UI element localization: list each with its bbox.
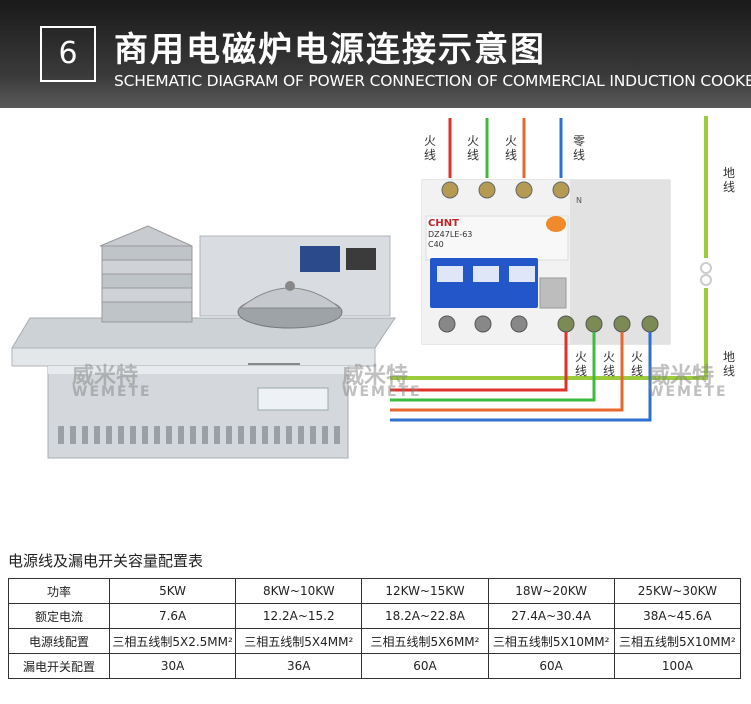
table-title: 电源线及漏电开关容量配置表 bbox=[8, 552, 204, 570]
breaker-toggles bbox=[430, 258, 538, 308]
leakage-breaker bbox=[421, 179, 671, 345]
connection-diagram: 火线 火线 火线 零线 地线 地线 火线 火线 火线 CHNT DZ47LE-6… bbox=[0, 108, 751, 538]
table-cell: 8KW~10KW bbox=[235, 578, 363, 604]
table-cell: 36A bbox=[235, 653, 363, 679]
wire-label-ground-top: 地线 bbox=[722, 166, 735, 194]
watermark-cn-left: 威米特 bbox=[72, 364, 139, 389]
row-header: 电源线配置 bbox=[8, 628, 110, 654]
breaker-rating: C40 bbox=[428, 240, 444, 249]
wire-label-ground-bottom: 地线 bbox=[722, 350, 735, 378]
breaker-model: DZ47LE-63 bbox=[428, 230, 473, 239]
row-header: 额定电流 bbox=[8, 603, 110, 629]
watermark-en-left: WEMETE bbox=[72, 384, 152, 400]
table-row: 电源线配置 三相五线制5X2.5MM² 三相五线制5X4MM² 三相五线制5X6… bbox=[8, 628, 742, 654]
table-row: 功率 5KW 8KW~10KW 12KW~15KW 18W~20KW 25KW~… bbox=[8, 578, 742, 604]
page-title: 商用电磁炉电源连接示意图 bbox=[114, 30, 546, 70]
row-header: 漏电开关配置 bbox=[8, 653, 110, 679]
wire-label-neutral: 零线 bbox=[572, 134, 585, 162]
watermark-cn-right: 威米特 bbox=[648, 364, 715, 389]
table-cell: 100A bbox=[613, 653, 742, 679]
table-cell: 7.6A bbox=[108, 603, 237, 629]
wire-label-out-live-2: 火线 bbox=[602, 350, 615, 378]
ground-connector bbox=[700, 262, 712, 274]
diagram-svg bbox=[11, 116, 712, 459]
table-cell: 三相五线制5X10MM² bbox=[613, 628, 742, 654]
table-cell: 12.2A~15.2 bbox=[235, 603, 363, 629]
neutral-wire-out bbox=[390, 332, 652, 422]
wire-label-live-3: 火线 bbox=[504, 134, 517, 162]
induction-cooker bbox=[11, 225, 396, 459]
ground-wire-bottom bbox=[390, 288, 708, 380]
watermark-en-right: WEMETE bbox=[648, 384, 728, 400]
table-cell: 38A~45.6A bbox=[613, 603, 742, 629]
watermark-cn-middle: 威米特 bbox=[342, 364, 409, 389]
table-row: 额定电流 7.6A 12.2A~15.2 18.2A~22.8A 27.4A~3… bbox=[8, 603, 742, 629]
ground-connector-2 bbox=[700, 274, 712, 286]
table-cell: 12KW~15KW bbox=[361, 578, 489, 604]
live-wire-3-out bbox=[390, 332, 624, 412]
page-subtitle: SCHEMATIC DIAGRAM OF POWER CONNECTION OF… bbox=[114, 72, 751, 90]
table-row: 漏电开关配置 30A 36A 60A 60A 100A bbox=[8, 653, 742, 679]
table-cell: 18W~20KW bbox=[487, 578, 615, 604]
wire-label-live-2: 火线 bbox=[466, 134, 479, 162]
live-wire-1-out bbox=[390, 332, 568, 392]
table-cell: 18.2A~22.8A bbox=[361, 603, 489, 629]
wire-label-out-live-3: 火线 bbox=[630, 350, 643, 378]
table-cell: 60A bbox=[361, 653, 489, 679]
section-number: 6 bbox=[40, 26, 96, 82]
test-button bbox=[546, 216, 566, 232]
breaker-brand: CHNT bbox=[428, 218, 459, 229]
table-cell: 三相五线制5X2.5MM² bbox=[108, 628, 237, 654]
live-wire-2-out bbox=[390, 332, 596, 402]
table-cell: 25KW~30KW bbox=[613, 578, 742, 604]
config-table: 功率 5KW 8KW~10KW 12KW~15KW 18W~20KW 25KW~… bbox=[8, 578, 742, 679]
table-cell: 三相五线制5X10MM² bbox=[487, 628, 615, 654]
wire-label-live-1: 火线 bbox=[423, 134, 436, 162]
table-cell: 5KW bbox=[108, 578, 237, 604]
breaker-terminal-n: N bbox=[576, 196, 582, 205]
table-cell: 60A bbox=[487, 653, 615, 679]
table-cell: 30A bbox=[108, 653, 237, 679]
header-banner: 6 商用电磁炉电源连接示意图 SCHEMATIC DIAGRAM OF POWE… bbox=[0, 0, 751, 108]
watermark-en-middle: WEMETE bbox=[342, 384, 422, 400]
wire-label-out-live-1: 火线 bbox=[574, 350, 587, 378]
table-cell: 27.4A~30.4A bbox=[487, 603, 615, 629]
row-header: 功率 bbox=[8, 578, 110, 604]
table-cell: 三相五线制5X4MM² bbox=[235, 628, 363, 654]
table-cell: 三相五线制5X6MM² bbox=[361, 628, 489, 654]
